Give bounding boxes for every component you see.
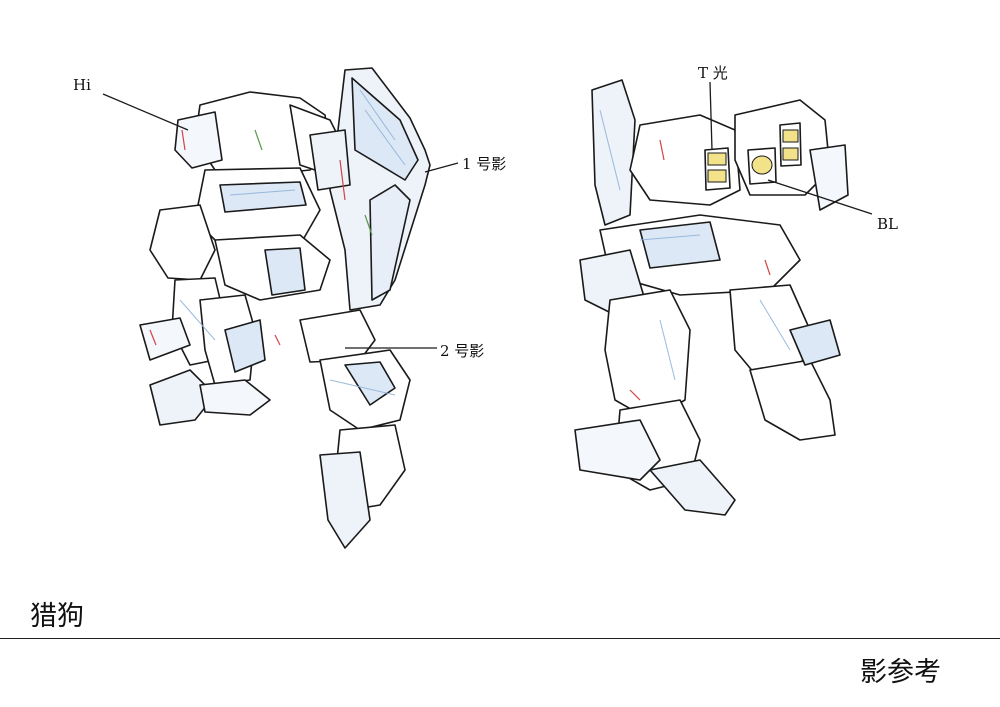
callout-shadow-1: 1 号影 <box>462 155 507 173</box>
callout-shadow-2: 2 号影 <box>440 342 485 360</box>
sheet-title: 猎狗 <box>30 601 84 632</box>
callout-t-light: T 光 <box>698 64 728 82</box>
divider-line <box>0 638 1000 639</box>
callout-hi: Hi <box>73 76 91 94</box>
sheet-subtitle: 影参考 <box>860 657 941 688</box>
callout-bl: BL <box>877 215 898 233</box>
